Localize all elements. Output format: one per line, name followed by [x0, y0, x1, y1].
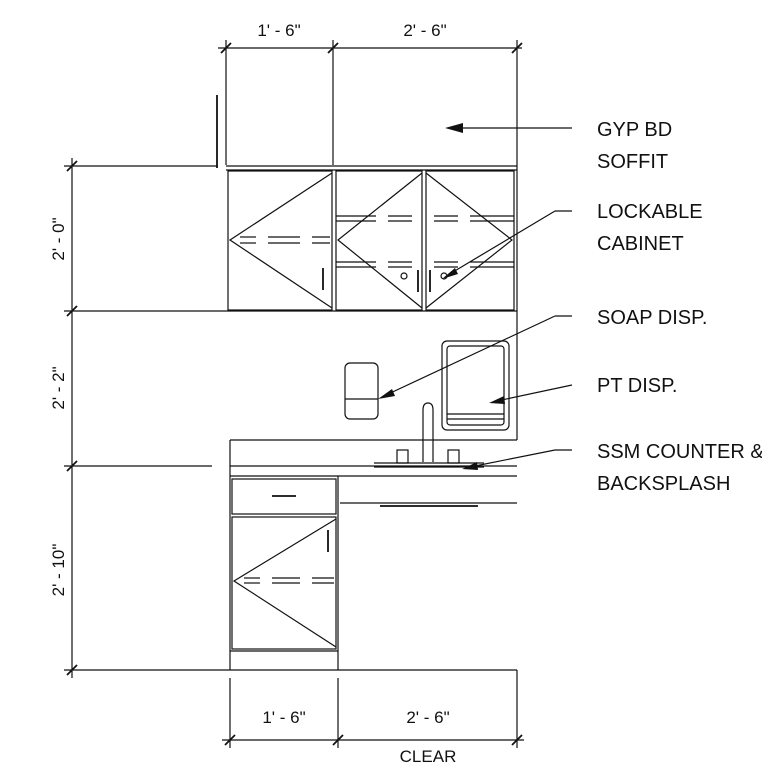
cabinet-lock-icon	[400, 272, 448, 280]
callout-ssm-line-1: SSM COUNTER &	[597, 441, 762, 463]
callout-gyp-bd: GYP BD SOFFIT	[597, 119, 678, 173]
left-middle-dimension: 2' - 2"	[49, 366, 68, 409]
callout-lockable-cabinet: LOCKABLE CABINET	[597, 201, 708, 255]
left-upper-dimension: 2' - 0"	[49, 217, 68, 260]
callout-pt-line-1: PT DISP.	[597, 375, 677, 397]
leader-ssm-counter	[462, 449, 572, 470]
callout-soap-line-1: SOAP DISP.	[597, 307, 707, 329]
left-lower-dimension: 2' - 10"	[49, 544, 68, 597]
soap-dispenser	[344, 362, 379, 420]
leader-lockable-cabinet	[442, 210, 572, 279]
upper-cabinets	[227, 170, 515, 311]
callout-gyp-bd-line-1: GYP BD	[597, 119, 672, 141]
faucet	[374, 402, 484, 468]
leader-pt-dispenser	[489, 384, 573, 404]
callout-gyp-bd-line-2: SOFFIT	[597, 151, 668, 173]
paper-towel-dispenser	[441, 340, 510, 431]
callout-ssm-counter: SSM COUNTER & BACKSPLASH	[597, 441, 762, 495]
soffit	[216, 95, 517, 171]
bottom-left-dimension: 1' - 6"	[262, 708, 305, 727]
callout-ssm-line-2: BACKSPLASH	[597, 473, 730, 495]
top-right-dimension: 2' - 6"	[403, 21, 446, 40]
top-dimension-string	[218, 40, 523, 440]
left-dimension-string	[64, 158, 517, 678]
base-cabinet	[230, 476, 339, 670]
bottom-clear-note: CLEAR	[400, 747, 457, 766]
counter-backsplash	[229, 439, 517, 670]
callout-soap-disp: SOAP DISP.	[597, 307, 707, 329]
callout-lockable-line-1: LOCKABLE	[597, 201, 703, 223]
bottom-dimension-string	[222, 670, 524, 748]
bottom-right-dimension: 2' - 6"	[406, 708, 449, 727]
callout-lockable-line-2: CABINET	[597, 233, 684, 255]
top-left-dimension: 1' - 6"	[257, 21, 300, 40]
leader-gyp-bd	[445, 123, 572, 133]
callout-pt-disp: PT DISP.	[597, 375, 677, 397]
leader-soap-dispenser	[378, 315, 572, 399]
